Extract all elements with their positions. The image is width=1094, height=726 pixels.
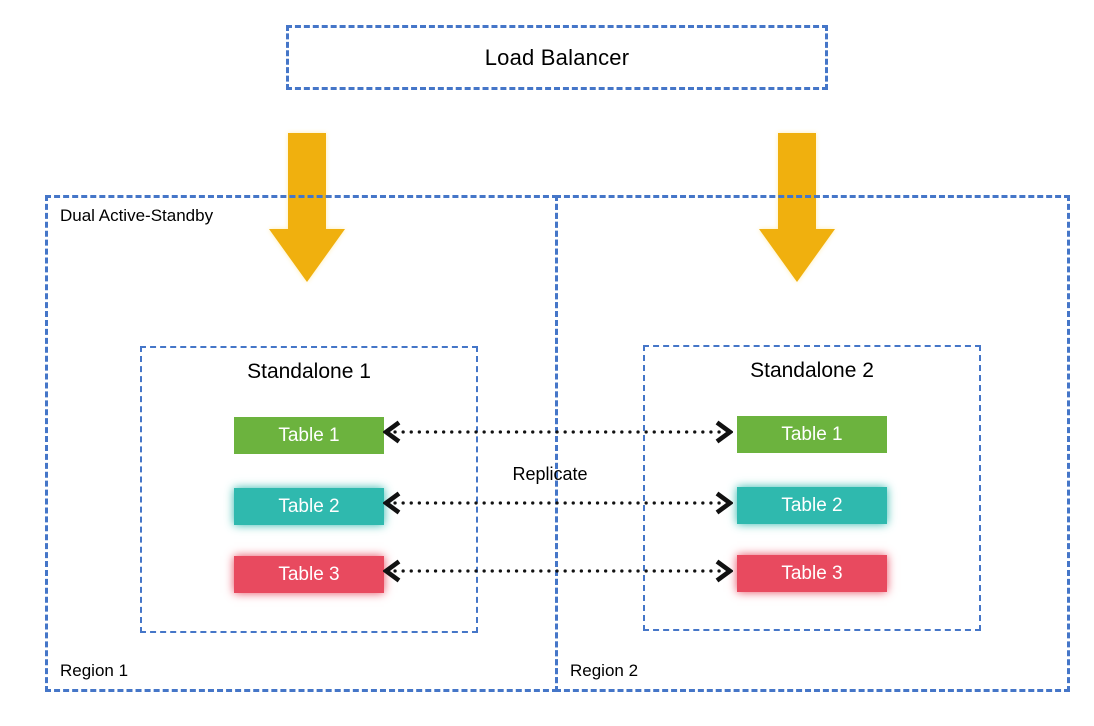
table-chip-2: Table 2 (234, 488, 384, 525)
table-chip-2: Table 2 (737, 487, 887, 524)
table-chip-3: Table 3 (234, 556, 384, 593)
table-chip-3: Table 3 (737, 555, 887, 592)
dual-active-standby-label: Dual Active-Standby (60, 206, 214, 225)
right-arrowhead-icon (715, 491, 733, 515)
standalone-2-title: Standalone 2 (750, 359, 874, 382)
left-arrowhead-icon (383, 491, 401, 515)
standalone-1-title: Standalone 1 (247, 360, 371, 383)
right-arrowhead-icon (715, 559, 733, 583)
down-arrow-icon (269, 133, 345, 282)
replicate-arrow (383, 559, 733, 583)
replicate-label: Replicate (512, 464, 588, 484)
down-arrow-icon (759, 133, 835, 282)
replicate-arrow (383, 420, 733, 444)
region-2-box: Region 2 Standalone 2 Table 1 Table 2 Ta… (555, 195, 1070, 692)
region-1-label: Region 1 (60, 661, 129, 680)
right-arrowhead-icon (715, 420, 733, 444)
region-2-label: Region 2 (570, 661, 639, 680)
left-arrowhead-icon (383, 559, 401, 583)
down-arrow-shape (269, 133, 345, 282)
replicate-arrow (383, 491, 733, 515)
down-arrow-shape (759, 133, 835, 282)
region-1-box: Dual Active-Standby Region 1 Standalone … (45, 195, 558, 692)
table-chip-1: Table 1 (234, 417, 384, 454)
load-balancer-box: Load Balancer (286, 25, 828, 90)
load-balancer-label: Load Balancer (484, 44, 630, 70)
left-arrowhead-icon (383, 420, 401, 444)
standalone-1-box: Standalone 1 Table 1 Table 2 Table 3 (140, 346, 478, 633)
standalone-2-box: Standalone 2 Table 1 Table 2 Table 3 (643, 345, 981, 631)
table-chip-1: Table 1 (737, 416, 887, 453)
